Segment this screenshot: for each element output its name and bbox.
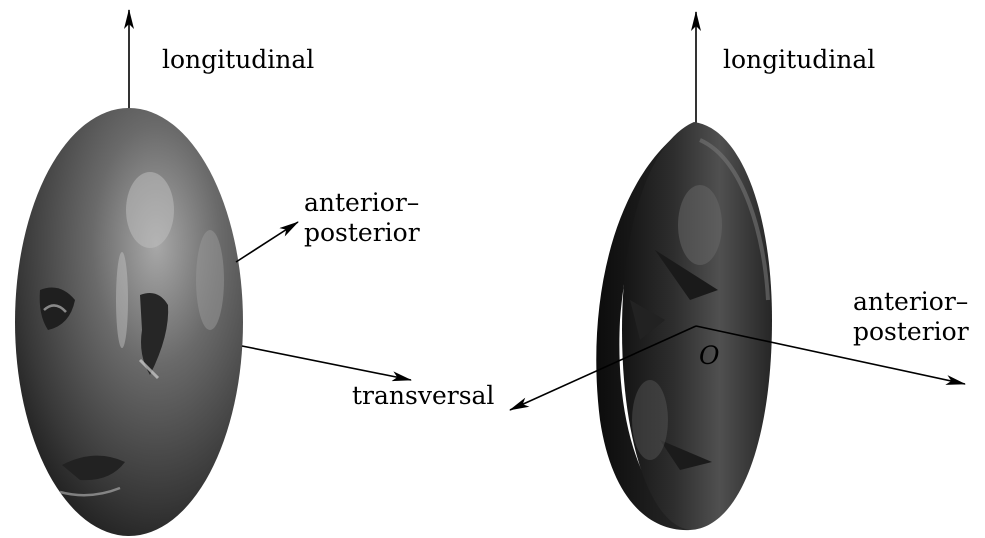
left-face-model bbox=[15, 10, 411, 536]
right-anterior-posterior-label: anterior– posterior bbox=[853, 287, 969, 347]
left-anterior-posterior-axis bbox=[236, 222, 298, 262]
left-highlight-forehead bbox=[126, 172, 174, 248]
left-highlight-cheek bbox=[196, 230, 224, 330]
left-anterior-posterior-label: anterior– posterior bbox=[304, 188, 420, 248]
right-longitudinal-label: longitudinal bbox=[723, 44, 875, 76]
right-origin-label: O bbox=[699, 340, 720, 372]
left-transversal-label: transversal bbox=[352, 380, 494, 412]
left-longitudinal-label: longitudinal bbox=[162, 44, 314, 76]
left-highlight-nose bbox=[116, 252, 128, 348]
right-face-model bbox=[510, 12, 965, 530]
left-transversal-axis bbox=[242, 346, 411, 380]
